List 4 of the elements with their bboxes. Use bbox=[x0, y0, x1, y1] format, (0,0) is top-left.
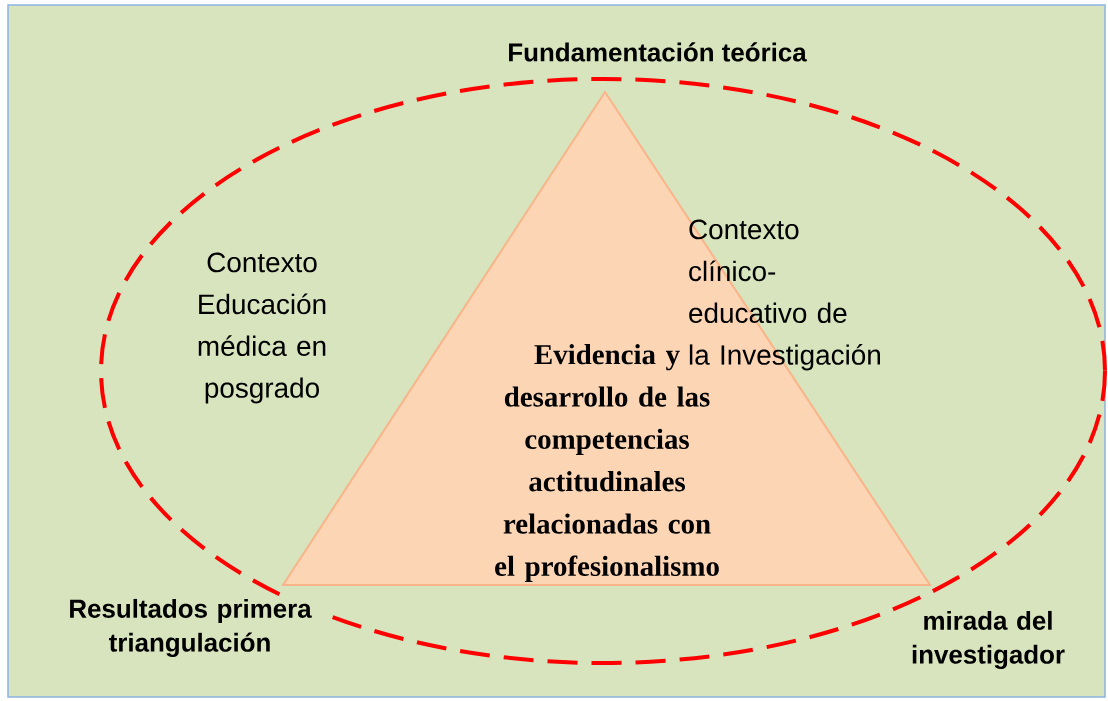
corner-label: Fundamentación teórica bbox=[505, 40, 809, 64]
context-text: Contexto clínico-educativo de la Investigación bbox=[689, 219, 880, 371]
corner-label: Resultados primera triangulación bbox=[57, 596, 323, 660]
corner-label: mirada del investigador bbox=[898, 608, 1078, 672]
